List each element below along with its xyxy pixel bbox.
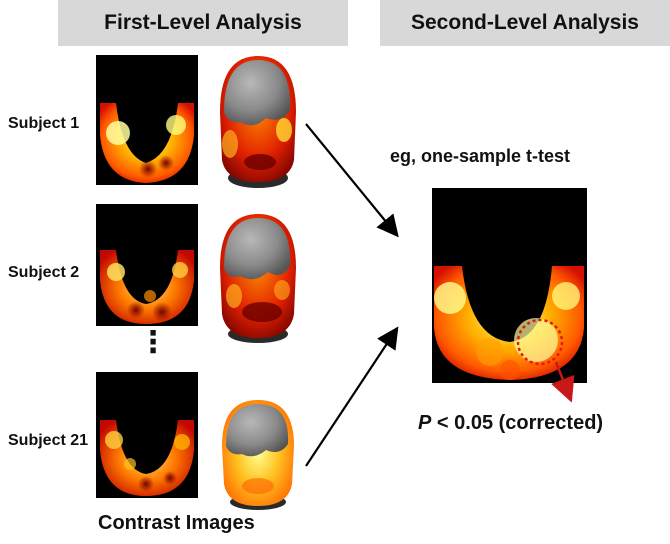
second-level-header: Second-Level Analysis	[380, 0, 670, 46]
significance-threshold: < 0.05 (corrected)	[431, 412, 604, 434]
subject-21-label: Subject 21	[8, 432, 89, 449]
contrast-images-label: Contrast Images	[98, 512, 255, 534]
subject-2-label: Subject 2	[8, 264, 80, 281]
red-pointer-arrow	[551, 361, 575, 403]
subject-21-head-render	[222, 400, 294, 510]
p-symbol: P	[418, 412, 432, 434]
arrow-subject-1	[305, 123, 399, 238]
subject-1-head-render	[220, 56, 296, 188]
significance-label: P < 0.05 (corrected)	[418, 412, 603, 435]
first-level-header: First-Level Analysis	[58, 0, 348, 46]
subject-2-contrast-map	[96, 204, 198, 326]
significant-region-circle	[516, 318, 564, 366]
arrow-subject-21	[305, 326, 399, 467]
ellipsis-dots: ⋮	[138, 326, 168, 359]
test-name-label: eg, one-sample t-test	[390, 146, 571, 166]
group-result-map	[432, 188, 587, 383]
subject-2-head-render	[220, 214, 296, 343]
subject-1-label: Subject 1	[8, 115, 80, 132]
subject-21-contrast-map	[96, 372, 198, 498]
subject-1-contrast-map	[96, 55, 198, 185]
